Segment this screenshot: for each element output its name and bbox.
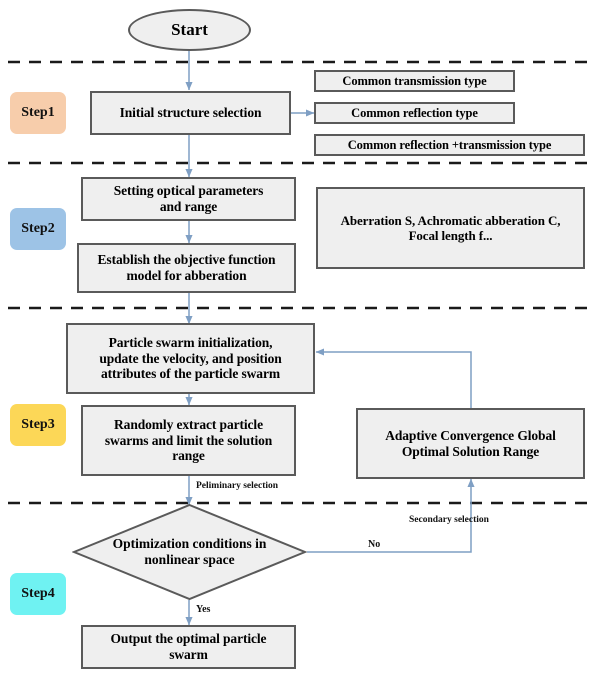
step-badge-step1[interactable]: Step1 (10, 92, 66, 134)
node-label: Setting optical parameters and range (113, 183, 264, 214)
node-label: Establish the objective function model f… (97, 252, 276, 283)
node-label: Initial structure selection (119, 105, 262, 121)
node-common-reflection-type[interactable]: Common reflection type (314, 102, 515, 124)
node-aberration-note[interactable]: Aberration S, Achromatic abberation C, F… (316, 187, 585, 269)
node-label: Common reflection +transmission type (347, 137, 552, 152)
step-badge-step2[interactable]: Step2 (10, 208, 66, 250)
edge-label-secondary-selection: Secondary selection (409, 515, 489, 525)
step-badge-label: Step4 (21, 586, 55, 601)
node-label: Randomly extract particle swarms and lim… (104, 416, 273, 464)
edge-label-yes: Yes (196, 604, 211, 615)
node-establish-objective-function[interactable]: Establish the objective function model f… (77, 243, 296, 293)
step-badge-label: Step1 (21, 105, 55, 120)
start-node[interactable]: Start (128, 9, 251, 51)
node-label: Optimization conditions in nonlinear spa… (112, 535, 267, 567)
node-label: Particle swarm initialization, update th… (99, 334, 282, 382)
node-common-reflection-transmission-type[interactable]: Common reflection +transmission type (314, 134, 585, 156)
node-common-transmission-type[interactable]: Common transmission type (314, 70, 515, 92)
edge-label-preliminary-selection: Peliminary selection (196, 481, 279, 491)
node-label: Common reflection type (351, 105, 478, 120)
node-label: Aberration S, Achromatic abberation C, F… (340, 212, 561, 243)
start-label: Start (171, 20, 208, 39)
node-optimization-conditions-decision[interactable]: Optimization conditions in nonlinear spa… (72, 503, 307, 601)
step-badge-label: Step3 (21, 417, 55, 432)
node-label: Adaptive Convergence Global Optimal Solu… (385, 427, 556, 459)
node-setting-optical-parameters[interactable]: Setting optical parameters and range (81, 177, 296, 221)
node-label: Output the optimal particle swarm (110, 631, 267, 662)
step-badge-label: Step2 (21, 221, 55, 236)
node-output-optimal-particle-swarm[interactable]: Output the optimal particle swarm (81, 625, 296, 669)
node-adaptive-convergence-global[interactable]: Adaptive Convergence Global Optimal Solu… (356, 408, 585, 479)
step-badge-step4[interactable]: Step4 (10, 573, 66, 615)
edge-label-no: No (368, 539, 381, 550)
node-particle-swarm-initialization[interactable]: Particle swarm initialization, update th… (66, 323, 315, 394)
diamond-shape (72, 503, 307, 601)
node-initial-structure-selection[interactable]: Initial structure selection (90, 91, 291, 135)
node-randomly-extract-particle-swarms[interactable]: Randomly extract particle swarms and lim… (81, 405, 296, 476)
step-badge-step3[interactable]: Step3 (10, 404, 66, 446)
node-label: Common transmission type (342, 73, 487, 88)
